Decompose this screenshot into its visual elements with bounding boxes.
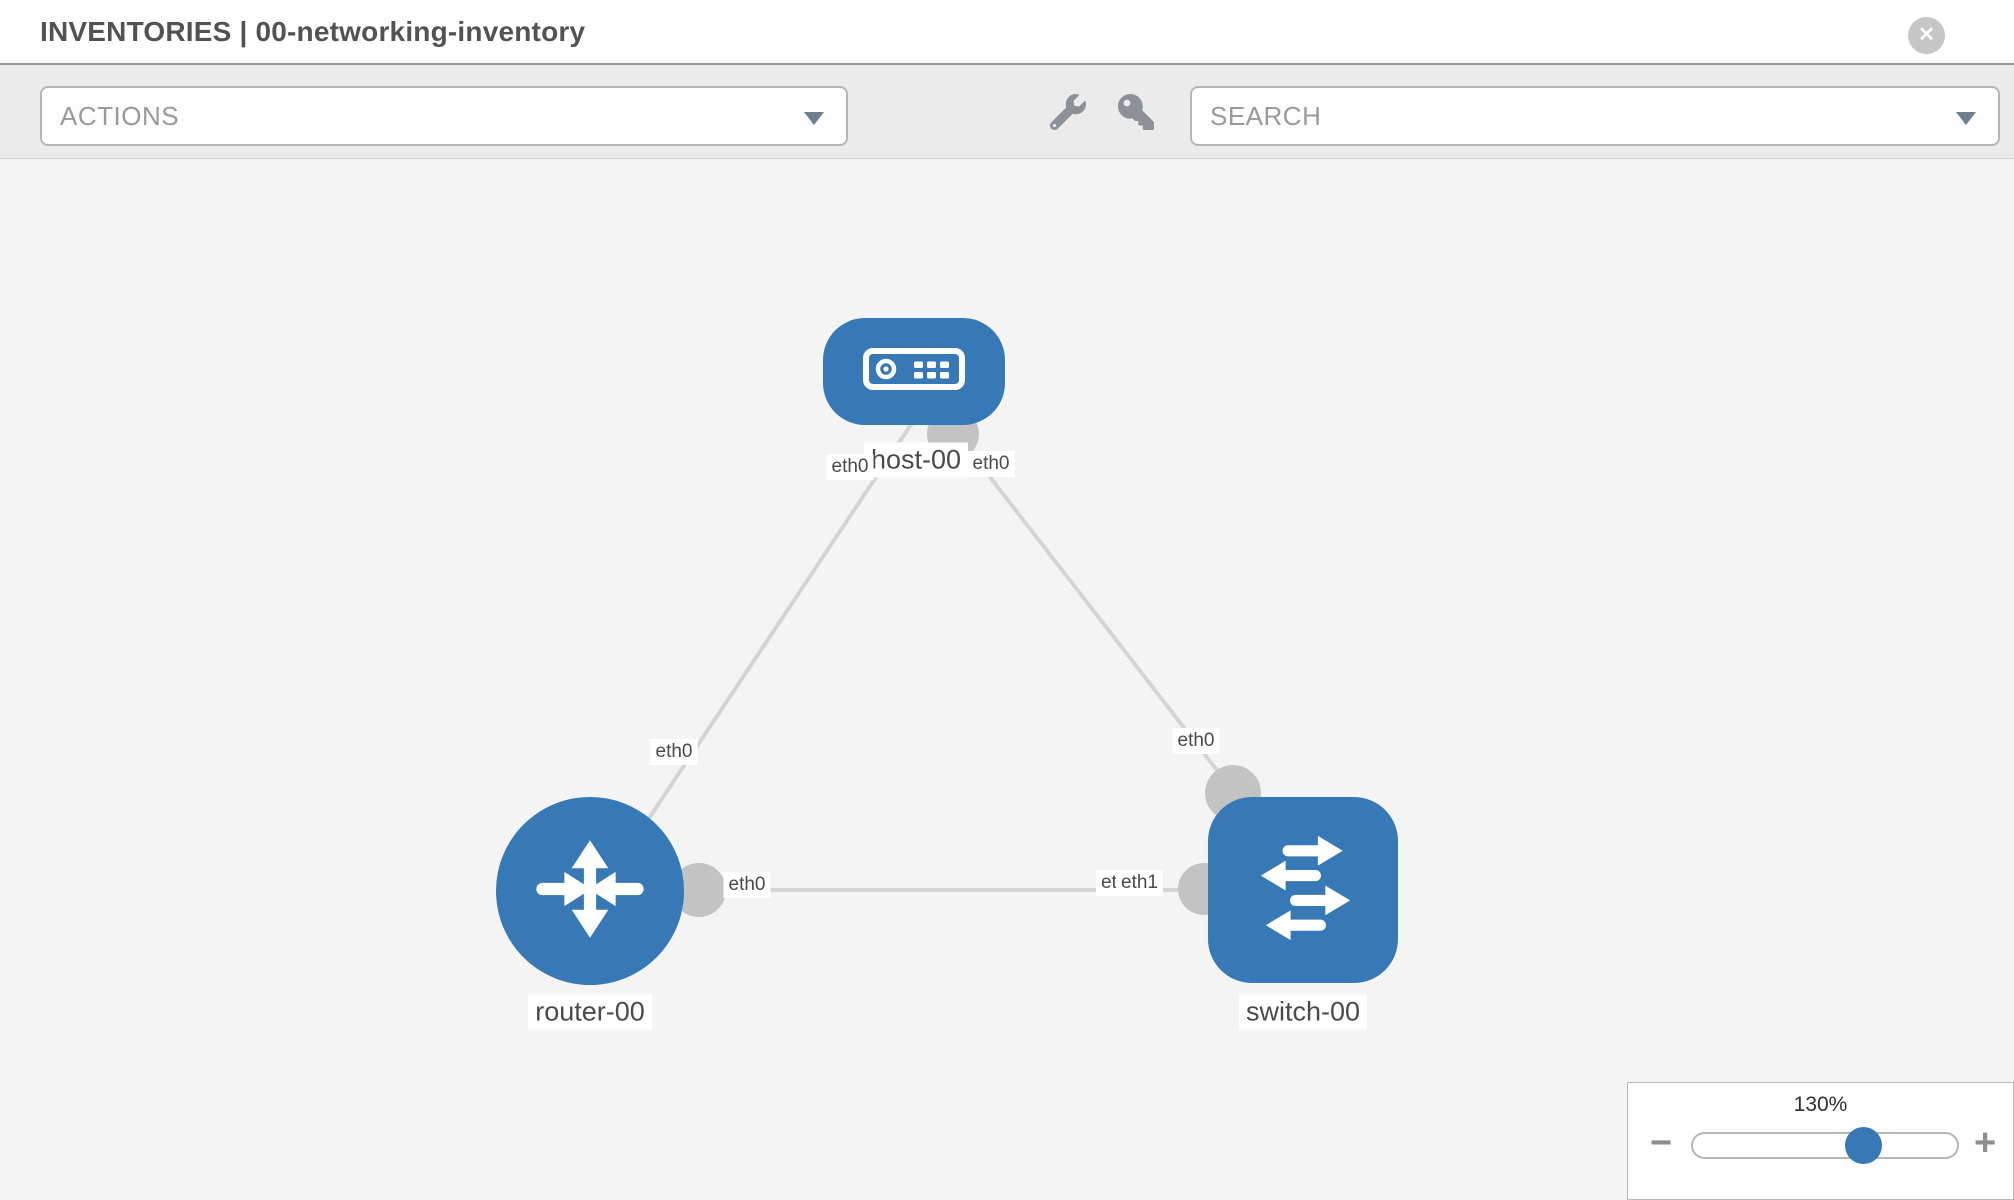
if-label-switch-link-eth0: eth0 bbox=[1172, 728, 1220, 754]
node-router-00[interactable] bbox=[496, 797, 684, 985]
search-dropdown-label: SEARCH bbox=[1210, 101, 1322, 131]
chevron-down-icon bbox=[804, 112, 824, 125]
node-switch-00[interactable] bbox=[1208, 797, 1398, 983]
wrench-button[interactable] bbox=[1049, 94, 1086, 131]
node-label-router: router-00 bbox=[528, 994, 652, 1030]
search-dropdown[interactable]: SEARCH bbox=[1190, 86, 2000, 146]
node-label-host: host-00 bbox=[863, 442, 969, 478]
node-host-00[interactable] bbox=[823, 318, 1005, 425]
node-label-switch: switch-00 bbox=[1238, 994, 1368, 1030]
zoom-panel: 130% − + bbox=[1627, 1082, 2014, 1200]
router-icon bbox=[529, 828, 651, 955]
if-label-router-eth0: eth0 bbox=[723, 872, 771, 898]
zoom-slider-track[interactable] bbox=[1691, 1132, 1959, 1159]
link-host-router[interactable] bbox=[596, 418, 916, 897]
zoom-out-button[interactable]: − bbox=[1650, 1123, 1672, 1163]
actions-dropdown[interactable]: ACTIONS bbox=[40, 86, 848, 146]
header: INVENTORIES | 00-networking-inventory ✕ bbox=[0, 0, 2014, 63]
close-button[interactable]: ✕ bbox=[1908, 17, 1945, 54]
toolbar: ACTIONS SEARCH bbox=[0, 63, 2014, 159]
wrench-icon bbox=[1049, 94, 1086, 134]
if-label-router-link-eth0: eth0 bbox=[650, 739, 698, 765]
actions-dropdown-label: ACTIONS bbox=[60, 101, 180, 131]
chevron-down-icon bbox=[1956, 112, 1976, 125]
links-layer bbox=[596, 418, 1300, 897]
switch-icon bbox=[1241, 826, 1365, 955]
if-label-host-eth0-left: eth0 bbox=[826, 454, 874, 480]
host-icon bbox=[862, 347, 966, 396]
minus-icon: − bbox=[1650, 1122, 1673, 1164]
key-button[interactable] bbox=[1118, 94, 1154, 130]
page-title: INVENTORIES | 00-networking-inventory bbox=[40, 16, 586, 47]
zoom-in-button[interactable]: + bbox=[1974, 1123, 1996, 1163]
close-icon: ✕ bbox=[1918, 24, 1935, 46]
topology-canvas[interactable]: host-00 router-00 switch-00 eth0 eth0 et… bbox=[0, 159, 2014, 1200]
zoom-level-text: 130% bbox=[1793, 1093, 1848, 1116]
plus-icon: + bbox=[1974, 1122, 1997, 1164]
if-label-switch-eth1: eth1 bbox=[1116, 870, 1163, 896]
key-icon bbox=[1118, 94, 1154, 134]
zoom-slider-thumb[interactable] bbox=[1845, 1127, 1882, 1164]
if-label-host-eth0-right: eth0 bbox=[967, 451, 1015, 477]
